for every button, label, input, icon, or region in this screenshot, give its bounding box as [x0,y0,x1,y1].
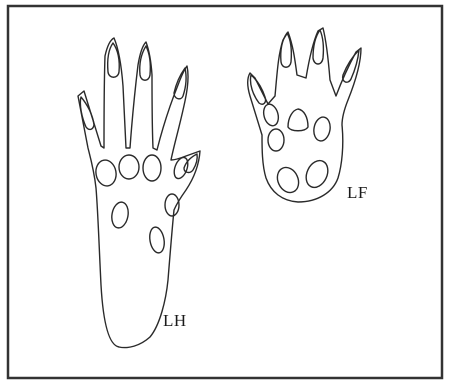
fore-pad-2 [268,129,284,151]
fore-claw-2 [281,33,292,67]
hind-pad-plantar-1 [110,201,130,229]
frame-border [8,6,442,378]
fore-pad-3 [288,109,308,131]
hind-foot-outline [78,38,200,348]
fore-pad-6 [302,157,332,191]
hind-foot [78,38,200,348]
hind-pad-toe-3 [143,155,161,181]
fore-claw-1 [250,75,265,104]
fore-pad-5 [273,164,302,196]
fore-claw-3 [313,30,323,64]
hind-foot-label: LH [163,311,187,331]
hind-claw-5 [184,154,197,172]
hind-pad-toe-1 [94,158,118,187]
fore-foot [248,28,361,202]
hind-claw-4 [174,68,186,99]
fore-foot-label: LF [347,183,368,203]
fore-pad-4 [312,116,332,142]
hind-pad-plantar-3 [148,226,166,254]
hind-pad-toe-2 [119,155,139,179]
fore-foot-outline [248,28,361,202]
fore-pad-1 [261,103,280,128]
